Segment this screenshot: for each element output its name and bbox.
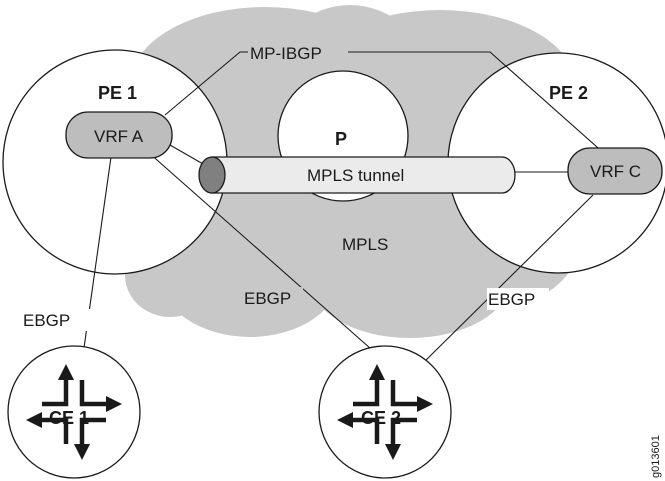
- arrow-head-down: [74, 444, 90, 460]
- router-arrow-shaft: [390, 380, 417, 407]
- mpls-tunnel: [198, 156, 516, 194]
- ce2-router-symbol: [337, 364, 433, 460]
- ebgp-ce2-pe1-label: EBGP: [244, 289, 291, 308]
- pe2-label: PE 2: [549, 83, 588, 103]
- vrf-a-label: VRF A: [94, 127, 144, 146]
- arrow-head-right: [106, 396, 122, 412]
- arrow-head-down: [385, 444, 401, 460]
- vrf-a: [65, 111, 173, 159]
- router-arrow-shaft: [79, 380, 106, 407]
- p-label: P: [335, 129, 347, 149]
- ebgp-ce2-pe2-link: [419, 194, 594, 367]
- router-arrow-shaft: [42, 380, 69, 407]
- router-arrow-shaft: [79, 417, 106, 444]
- mpls-tunnel-label: MPLS tunnel: [307, 166, 404, 185]
- ebgp-ce1-label-bg: [22, 309, 122, 331]
- pe1-label: PE 1: [98, 83, 137, 103]
- ebgp-ce1-label: EBGP: [23, 311, 70, 330]
- router-arrow-shaft: [390, 417, 417, 444]
- mp-ibgp-link: [164, 51, 607, 156]
- mpls-cloud-label: MPLS: [342, 235, 388, 254]
- ce2-label: CE 2: [361, 408, 401, 428]
- mp-ibgp-label-bg: [248, 42, 348, 64]
- router-arrow-shaft: [42, 417, 69, 444]
- arrow-head-left: [337, 412, 353, 428]
- vrf-c: [567, 147, 663, 195]
- tunnel-end-cap: [198, 156, 226, 194]
- router-arrow-shaft: [353, 380, 380, 407]
- ce1-label: CE 1: [49, 408, 89, 428]
- vrf-c-label: VRF C: [590, 162, 641, 181]
- mp-ibgp-label: MP-IBGP: [250, 44, 322, 63]
- router-arrow-shaft: [353, 417, 380, 444]
- arrow-head-up: [58, 364, 74, 380]
- figure-id: g013601: [650, 435, 662, 478]
- ce1-router: [7, 345, 141, 479]
- ebgp-ce2-pe1-link: [139, 144, 389, 365]
- ebgp-ce2-pe2-label: EBGP: [488, 290, 535, 309]
- ebgp-ce2-pe2-label-bg: [487, 288, 549, 310]
- arrow-head-up: [369, 364, 385, 380]
- arrow-head-right: [417, 396, 433, 412]
- ce1-router-symbol: [26, 364, 122, 460]
- ebgp-ce2-pe1-label-bg: [243, 287, 303, 309]
- arrow-head-left: [26, 412, 42, 428]
- ce2-router: [318, 345, 452, 479]
